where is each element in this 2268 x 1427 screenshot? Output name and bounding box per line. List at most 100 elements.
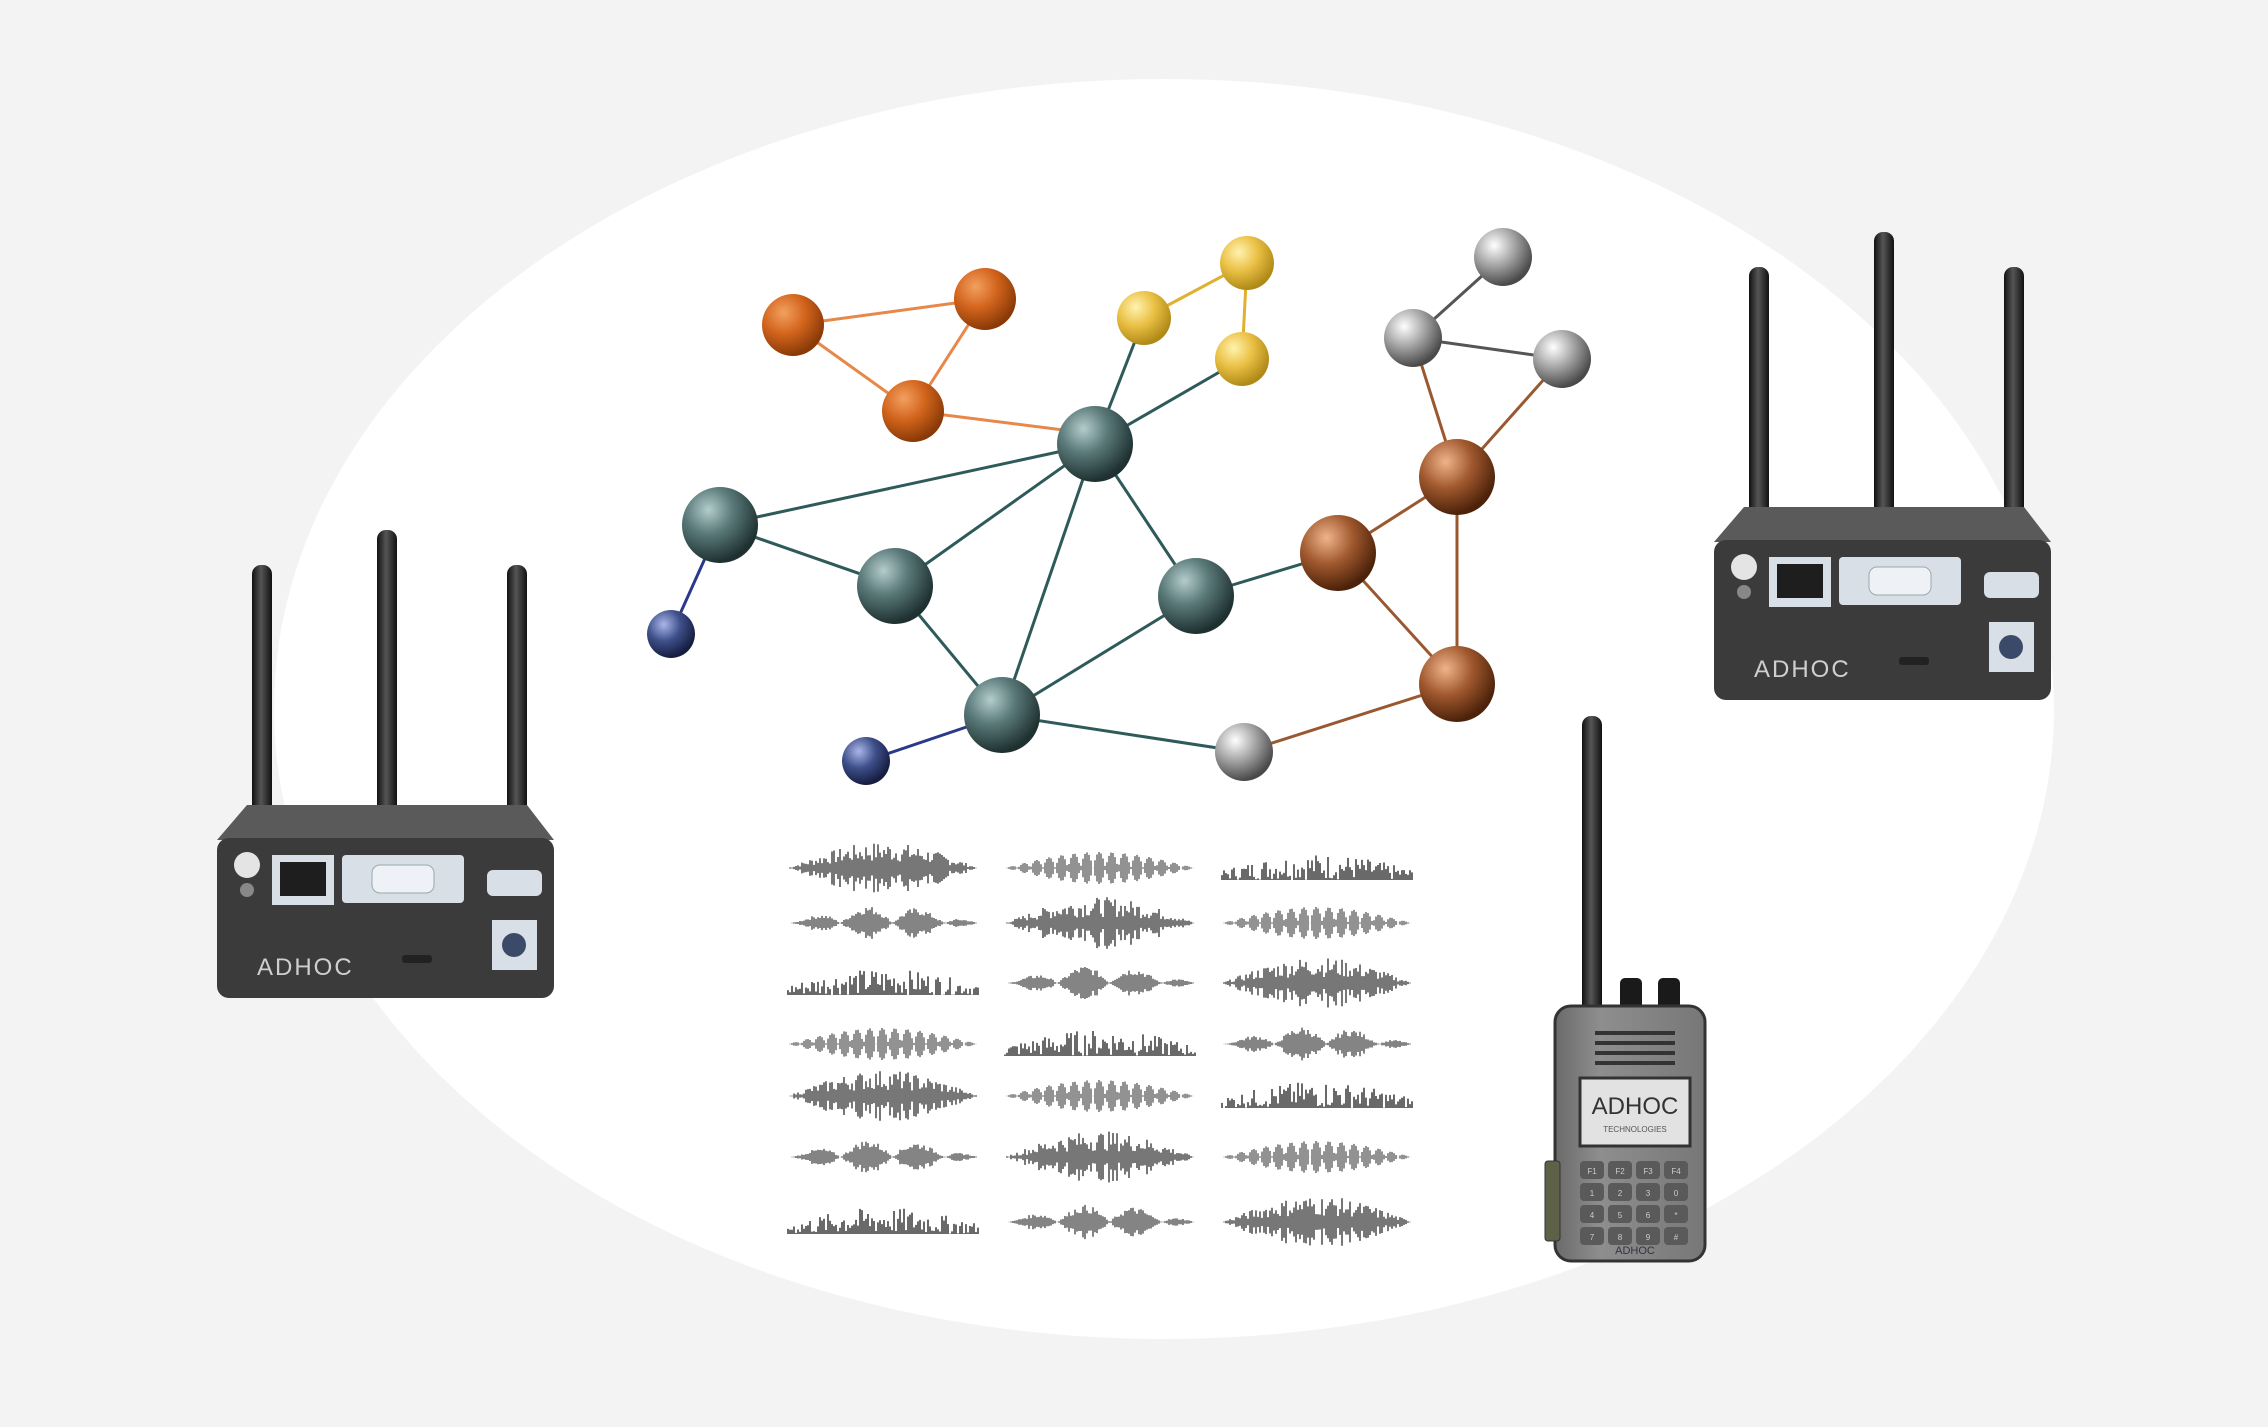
usb-port [1984, 572, 2039, 598]
waveform [1223, 958, 1411, 1008]
side-button [1544, 1160, 1561, 1242]
radio-key [1664, 1183, 1688, 1201]
edge [719, 442, 1096, 527]
node-orange [954, 268, 1016, 330]
waveform [1223, 907, 1411, 939]
router-logo: ADHOC [1754, 656, 1851, 683]
radio-key-label: F2 [1615, 1167, 1625, 1176]
radio-key-label: 6 [1646, 1211, 1651, 1220]
radio-key-label: 0 [1674, 1189, 1679, 1198]
router-logo: ADHOC [257, 954, 354, 981]
radio-key-label: 4 [1590, 1211, 1595, 1220]
waveform [1004, 1031, 1196, 1056]
waveform [787, 970, 979, 995]
node-copper [1419, 646, 1495, 722]
waveform [789, 1141, 977, 1173]
waveform [1221, 855, 1413, 880]
antenna [2004, 267, 2024, 517]
radio-key-label: 3 [1646, 1189, 1651, 1198]
radio-key-label: F3 [1643, 1167, 1653, 1176]
micro-usb [1899, 657, 1929, 665]
power-led [234, 852, 260, 878]
waveform [1006, 1080, 1194, 1112]
radio-key-label: F4 [1671, 1167, 1681, 1176]
node-teal [1158, 558, 1234, 634]
waveform [789, 1071, 977, 1121]
waveform [1006, 1131, 1194, 1183]
router-left: ADHOC [217, 530, 554, 998]
radio-key [1608, 1227, 1632, 1245]
radio-screen-tagline: TECHNOLOGIES [1603, 1125, 1667, 1134]
antenna [252, 565, 272, 815]
radio-key [1664, 1227, 1688, 1245]
node-orange [882, 380, 944, 442]
node-copper [1300, 515, 1376, 591]
radio-key [1580, 1227, 1604, 1245]
node-teal [857, 548, 933, 624]
antenna [1874, 232, 1894, 517]
waveform [789, 1028, 977, 1060]
node-teal [1057, 406, 1133, 482]
radio-key-label: * [1674, 1211, 1677, 1220]
micro-usb [402, 955, 432, 963]
waveform [1006, 897, 1194, 949]
router-right: ADHOC [1714, 232, 2051, 700]
waveform [1223, 1141, 1411, 1173]
radio-key [1636, 1205, 1660, 1223]
radio-key [1664, 1161, 1688, 1179]
radio-key [1580, 1183, 1604, 1201]
node-silver [1384, 309, 1442, 367]
network-nodes [647, 228, 1591, 785]
edge [1000, 443, 1097, 716]
node-blue [647, 610, 695, 658]
radio-key-label: 2 [1618, 1189, 1623, 1198]
radio-key [1580, 1161, 1604, 1179]
node-yellow [1220, 236, 1274, 290]
waveform-grid [787, 843, 1413, 1246]
power-led [1731, 554, 1757, 580]
waveform [789, 907, 977, 939]
node-blue [842, 737, 890, 785]
radio-key [1636, 1227, 1660, 1245]
edge [1001, 713, 1245, 754]
radio-key [1580, 1205, 1604, 1223]
radio-key [1636, 1161, 1660, 1179]
node-orange [762, 294, 824, 356]
usb-port [487, 870, 542, 896]
radio-key [1608, 1161, 1632, 1179]
radio-bottom-logo: ADHOC [1615, 1245, 1655, 1257]
waveform [1223, 1198, 1411, 1246]
node-copper [1419, 439, 1495, 515]
radio-key [1608, 1205, 1632, 1223]
antenna [377, 530, 397, 815]
node-yellow [1215, 332, 1269, 386]
edge [792, 297, 986, 327]
node-silver [1474, 228, 1532, 286]
radio-key-label: 8 [1618, 1233, 1623, 1242]
node-silver [1533, 330, 1591, 388]
antenna [1749, 267, 1769, 517]
node-silver [1215, 723, 1273, 781]
radio-key [1664, 1205, 1688, 1223]
radio-key [1608, 1183, 1632, 1201]
radio-key-label: 5 [1618, 1211, 1623, 1220]
node-teal [964, 677, 1040, 753]
antenna [507, 565, 527, 815]
radio-key-label: 1 [1590, 1189, 1595, 1198]
waveform [1223, 1027, 1411, 1061]
waveform [1006, 852, 1194, 884]
waveform [787, 1208, 979, 1234]
radio-key-label: 7 [1590, 1233, 1595, 1242]
radio-key-label: 9 [1646, 1233, 1651, 1242]
edge [894, 442, 1096, 588]
radio-keypad: F1 F2 F3 F4 1 2 3 0 4 5 6 * 7 8 9 # [1580, 1161, 1688, 1245]
radio-key [1636, 1183, 1660, 1201]
radio-key-label: F1 [1587, 1167, 1597, 1176]
antenna [1582, 716, 1602, 1016]
waveform [1006, 967, 1194, 999]
background-ellipse [274, 79, 2054, 1339]
node-yellow [1117, 291, 1171, 345]
radio-screen [1578, 1076, 1692, 1148]
radio-key-label: # [1674, 1233, 1679, 1242]
